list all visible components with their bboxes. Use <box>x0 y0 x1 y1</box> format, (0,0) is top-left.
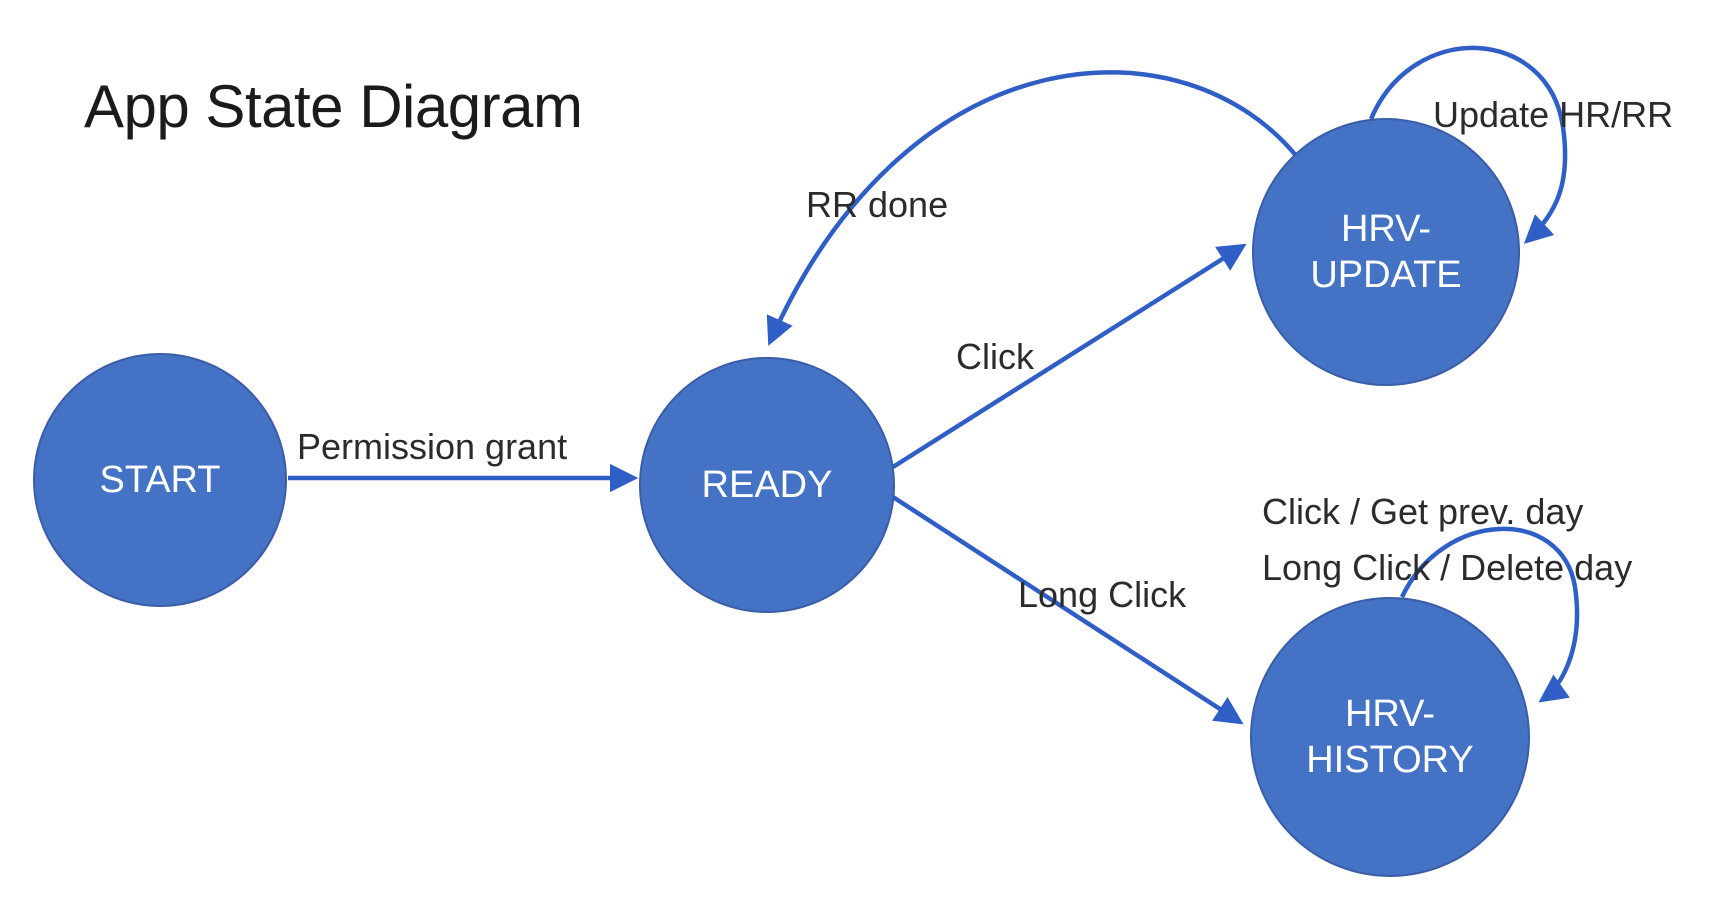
transition-label-permission-grant: Permission grant <box>297 426 568 467</box>
edge-hrv-update-self-loop <box>1368 45 1568 244</box>
state-label-line2: UPDATE <box>1310 254 1462 296</box>
state-node-ready: READY <box>639 357 895 613</box>
edge-hrv-history-self-loop <box>1399 526 1580 703</box>
state-node-hrv-update: HRV- UPDATE <box>1252 118 1520 386</box>
state-label: START <box>99 458 221 501</box>
state-node-start: START <box>33 353 287 607</box>
transition-label-history-loop-line1: Click / Get prev. day <box>1262 491 1584 532</box>
page-title: App State Diagram <box>84 73 583 140</box>
transition-label-update-hr-rr: Update HR/RR <box>1433 94 1674 135</box>
transition-label-long-click: Long Click <box>1018 574 1187 615</box>
transition-label-rr-done: RR done <box>806 184 949 225</box>
state-label-line1: HRV- <box>1344 692 1436 735</box>
edge-hrv-update-to-ready <box>766 70 1300 346</box>
transition-label-click: Click <box>956 336 1034 377</box>
transition-label-history-loop: Click / Get prev. day Long Click / Delet… <box>1262 484 1632 596</box>
state-label: READY <box>701 463 833 506</box>
transition-label-history-loop-line2: Long Click / Delete day <box>1262 547 1633 588</box>
edge-ready-to-hrv-update <box>891 243 1247 469</box>
state-node-hrv-history: HRV- HISTORY <box>1250 597 1530 877</box>
state-label-line2: HISTORY <box>1306 739 1474 781</box>
state-label-line1: HRV- <box>1340 207 1432 250</box>
edge-ready-to-hrv-history <box>891 495 1244 725</box>
